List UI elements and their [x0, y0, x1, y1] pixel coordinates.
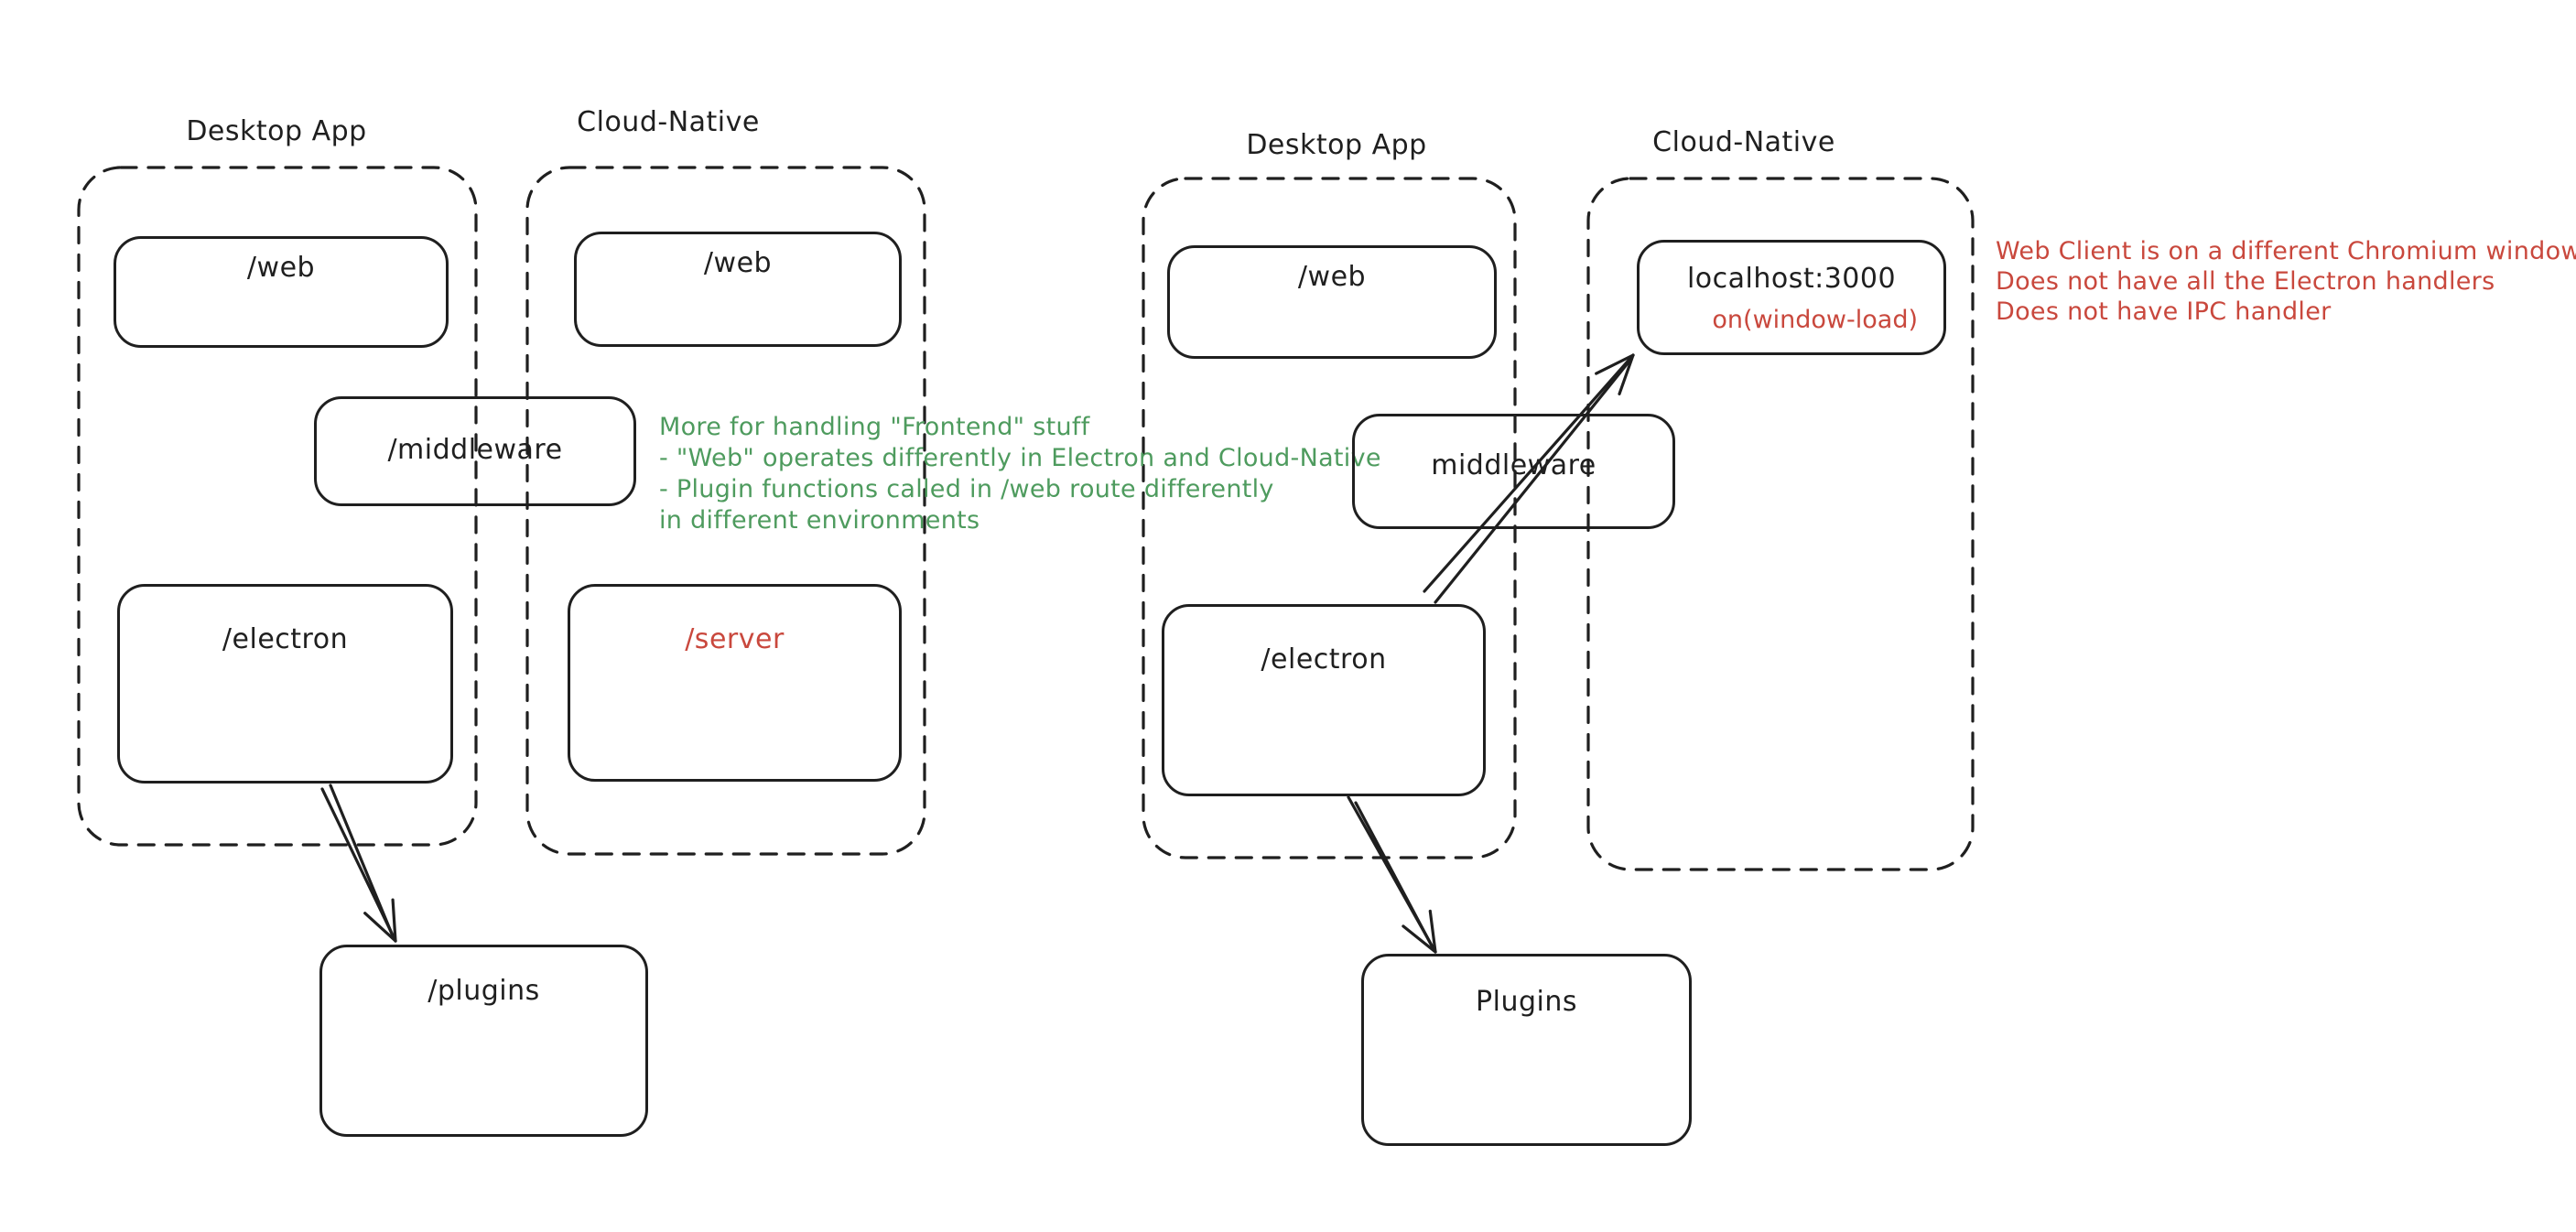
node-localhost-title: localhost:3000	[1686, 263, 1897, 295]
green-annotation[interactable]: More for handling "Frontend" stuff - "We…	[659, 412, 1381, 536]
red-annotation-line-3: Does not have IPC handler	[1996, 297, 2332, 326]
node-electron-right-label: /electron	[1261, 643, 1387, 675]
node-web-desktop-left[interactable]: /web	[114, 236, 449, 348]
node-localhost-event-label: on(window-load)	[1712, 306, 1918, 334]
node-web-cloud-left[interactable]: /web	[574, 232, 902, 347]
red-annotation-line-2: Does not have all the Electron handlers	[1996, 267, 2495, 296]
group-desktop-app-left[interactable]	[77, 166, 478, 847]
node-localhost[interactable]: localhost:3000 on(window-load)	[1637, 240, 1946, 355]
green-annotation-line-4: in different environments	[659, 506, 980, 535]
node-server-left[interactable]: /server	[568, 584, 902, 782]
node-middleware-left[interactable]: /middleware	[314, 396, 636, 506]
green-annotation-line-1: More for handling "Frontend" stuff	[659, 413, 1090, 441]
arrow-electron-to-plugins-left[interactable]	[320, 784, 397, 943]
node-electron-left-label: /electron	[222, 623, 349, 655]
node-web-desktop-left-label: /web	[246, 252, 316, 284]
node-web-right-label: /web	[1297, 261, 1367, 293]
node-plugins-left-label: /plugins	[428, 975, 540, 1007]
node-plugins-right[interactable]: Plugins	[1361, 954, 1692, 1146]
green-annotation-line-3: - Plugin functions called in /web route …	[659, 475, 1274, 503]
node-server-left-label: /server	[685, 623, 785, 655]
node-plugins-left[interactable]: /plugins	[319, 945, 648, 1137]
node-web-cloud-left-label: /web	[703, 247, 773, 279]
node-middleware-left-label: /middleware	[387, 434, 563, 466]
green-annotation-line-2: - "Web" operates differently in Electron…	[659, 444, 1381, 472]
left-desktop-app-label[interactable]: Desktop App	[186, 115, 367, 147]
group-desktop-app-right[interactable]	[1142, 177, 1517, 859]
arrow-electron-to-plugins-right[interactable]	[1347, 795, 1437, 954]
node-web-right[interactable]: /web	[1167, 245, 1497, 359]
left-cloud-native-label[interactable]: Cloud-Native	[577, 106, 760, 138]
node-middleware-right[interactable]: middleware	[1352, 414, 1675, 529]
arrow-electron-to-localhost[interactable]	[1423, 353, 1635, 604]
red-annotation-line-1: Web Client is on a different Chromium wi…	[1996, 237, 2576, 265]
node-electron-left[interactable]: /electron	[117, 584, 453, 784]
group-cloud-native-right[interactable]	[1586, 177, 1975, 871]
right-desktop-app-label[interactable]: Desktop App	[1246, 129, 1427, 161]
right-cloud-native-label[interactable]: Cloud-Native	[1652, 126, 1835, 158]
node-electron-right[interactable]: /electron	[1162, 604, 1486, 796]
node-plugins-right-label: Plugins	[1476, 986, 1577, 1018]
node-middleware-right-label: middleware	[1431, 449, 1596, 481]
red-annotation[interactable]: Web Client is on a different Chromium wi…	[1996, 236, 2576, 327]
